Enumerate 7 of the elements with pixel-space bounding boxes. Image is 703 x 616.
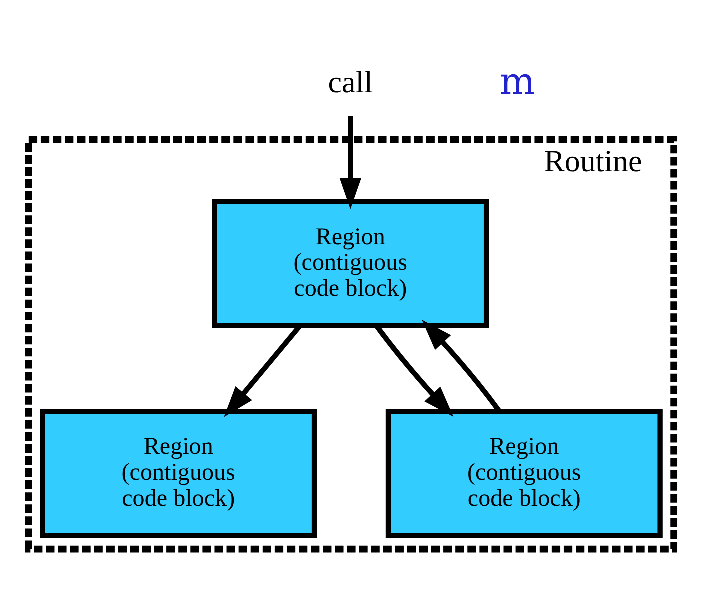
arrow [340, 116, 362, 209]
arrow [422, 320, 502, 412]
node-box: Region (contiguous code block) [386, 408, 663, 538]
node-box: Region (contiguous code block) [212, 198, 490, 328]
node-box: Region (contiguous code block) [40, 408, 318, 538]
label: m [500, 58, 536, 103]
node-text: call [328, 64, 373, 99]
